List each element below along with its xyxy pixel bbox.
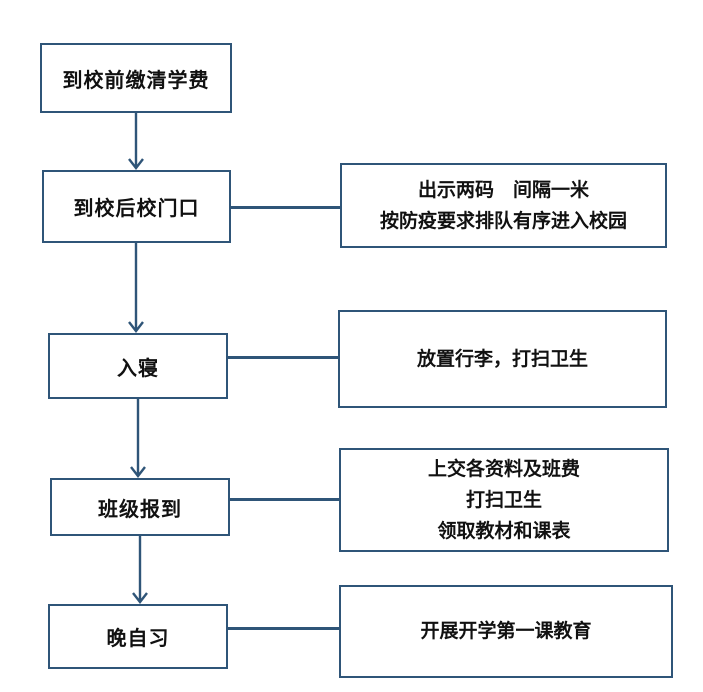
detail-text: 放置行李，打扫卫生 (416, 348, 588, 370)
connector-line-evening-detail (227, 627, 340, 630)
flow-node-dorm-checkin: 入寝 (48, 333, 228, 399)
detail-text: 出示两码 间隔一米 按防疫要求排队有序进入校园 (379, 179, 627, 232)
down-arrow-icon-4 (132, 536, 148, 604)
detail-first-lesson-education: 开展开学第一课教育 (339, 585, 673, 678)
detail-gate-entry-rules: 出示两码 间隔一米 按防疫要求排队有序进入校园 (340, 163, 667, 248)
connector-line-registration-detail (229, 498, 340, 501)
flow-node-label: 到校后校门口 (73, 198, 200, 220)
detail-text: 上交各资料及班费 打扫卫生 领取教材和课表 (427, 458, 580, 542)
down-arrow-icon-2 (128, 243, 144, 333)
flow-node-evening-self-study: 晚自习 (48, 604, 228, 669)
connector-line-dorm-detail (227, 356, 339, 359)
flow-node-label: 入寝 (117, 357, 159, 380)
flow-node-class-registration: 班级报到 (50, 478, 230, 536)
flow-node-label: 到校前缴清学费 (62, 69, 210, 92)
flow-node-label: 班级报到 (98, 498, 182, 521)
flow-node-pay-tuition: 到校前缴清学费 (40, 43, 232, 113)
connector-line-gate-detail (231, 206, 341, 209)
down-arrow-icon-3 (130, 399, 146, 478)
flow-node-school-gate: 到校后校门口 (42, 170, 231, 243)
detail-text: 开展开学第一课教育 (420, 621, 592, 642)
flow-node-label: 晚自习 (106, 628, 170, 650)
detail-dorm-tasks: 放置行李，打扫卫生 (338, 310, 667, 408)
down-arrow-icon-1 (128, 113, 144, 170)
detail-class-registration-tasks: 上交各资料及班费 打扫卫生 领取教材和课表 (339, 448, 669, 552)
